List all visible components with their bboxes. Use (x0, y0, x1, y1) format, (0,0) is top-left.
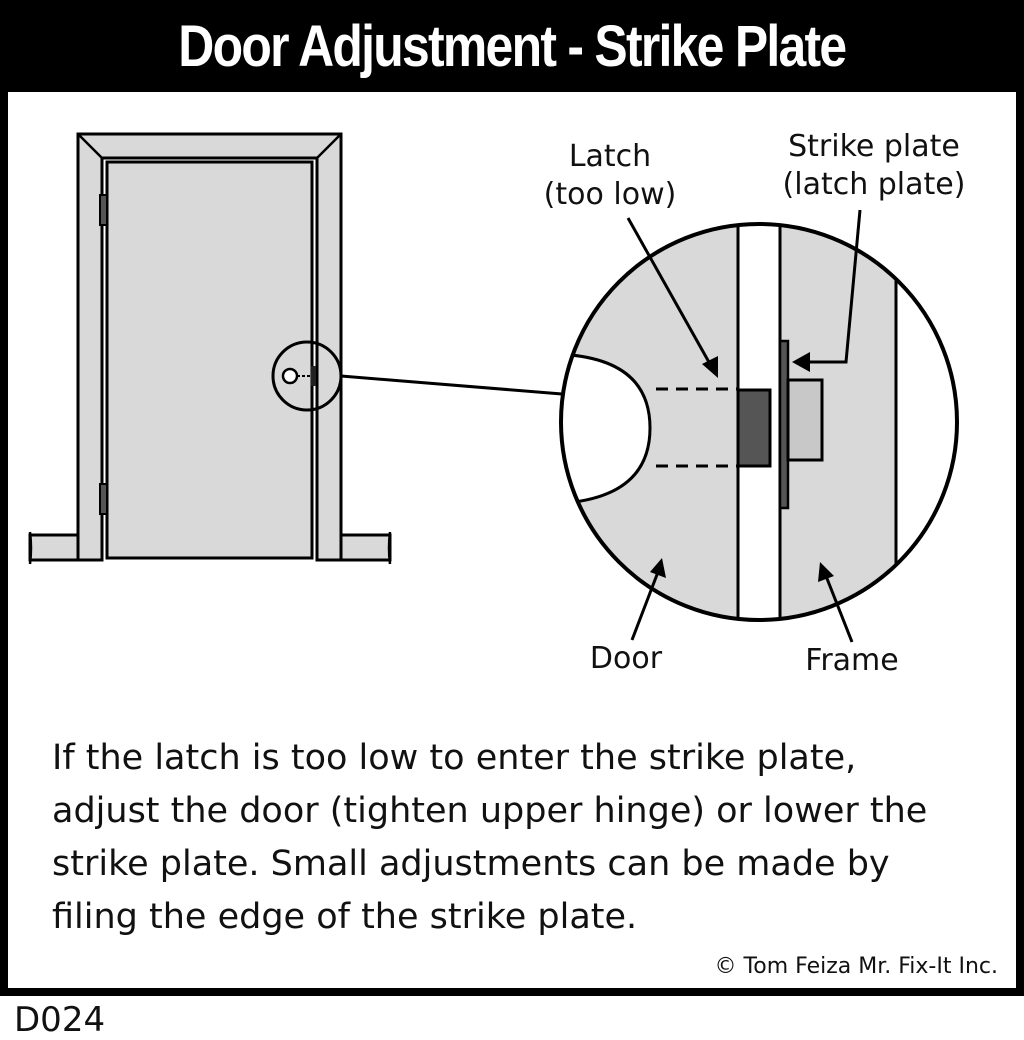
caption-line: filing the edge of the strike plate. (52, 897, 638, 937)
latch-arrow (626, 217, 718, 378)
frame-arrow (818, 562, 854, 643)
strike-plate-arrow (792, 209, 862, 372)
frame-label: Frame (805, 643, 899, 678)
upper-hinge (99, 194, 108, 226)
magnifier-circle (559, 222, 959, 622)
illustration-frame: Door Adjustment - Strike Plate (0, 0, 1024, 996)
latch-bolt (736, 388, 772, 468)
door-slab (105, 160, 314, 560)
illustration-panel: Latch (too low) Strike plate (latch plat… (8, 92, 1016, 988)
caption: If the latch is too low to enter the str… (52, 732, 992, 944)
caption-line: If the latch is too low to enter the str… (52, 738, 857, 778)
title-bar: Door Adjustment - Strike Plate (0, 0, 1024, 92)
strike-plate-label-line2: (latch plate) (782, 167, 966, 202)
detail-marker (271, 340, 343, 412)
door-label: Door (589, 641, 663, 676)
latch-label-line2: (too low) (543, 177, 677, 212)
strike-plate-label-line1: Strike plate (788, 129, 960, 164)
door-arrow (630, 558, 666, 641)
door-diagram (28, 132, 959, 643)
caption-line: strike plate. Small adjustments can be m… (52, 844, 890, 884)
lower-hinge (99, 483, 108, 515)
door-frame (76, 132, 343, 562)
copyright: © Tom Feiza Mr. Fix-It Inc. (714, 954, 998, 979)
latch-label-line1: Latch (568, 139, 652, 174)
strike-plate-label: Strike plate (latch plate) (776, 128, 972, 204)
magnified-view (561, 224, 957, 620)
latch-label: Latch (too low) (538, 138, 682, 214)
connector-line (340, 374, 563, 396)
page-title: Door Adjustment - Strike Plate (178, 13, 847, 79)
strike-plate-pocket (786, 378, 824, 462)
figure-code: D024 (14, 1000, 106, 1040)
caption-line: adjust the door (tighten upper hinge) or… (52, 791, 928, 831)
